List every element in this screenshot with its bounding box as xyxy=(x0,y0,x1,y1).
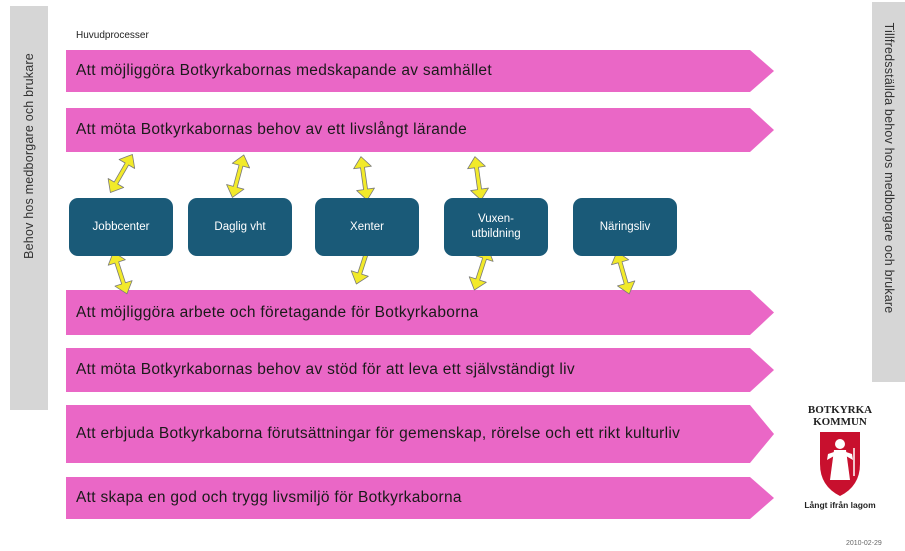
double-arrow-icon xyxy=(353,156,375,201)
process-row: Att möjliggöra arbete och företagande fö… xyxy=(66,290,774,335)
process-label: Att möjliggöra arbete och företagande fö… xyxy=(76,303,479,321)
unit-label: Vuxen- utbildning xyxy=(471,213,521,240)
process-row: Att möjliggöra Botkyrkabornas medskapand… xyxy=(66,50,774,92)
process-label: Att möta Botkyrkabornas behov av stöd fö… xyxy=(76,361,575,378)
municipality-logo: BOTKYRKA KOMMUN Långt ifrån lagom xyxy=(794,404,886,524)
logo-name: BOTKYRKA KOMMUN xyxy=(807,404,873,428)
section-label: Huvudprocesser xyxy=(76,30,149,41)
unit-box: Jobbcenter xyxy=(69,198,173,256)
process-row: Att möta Botkyrkabornas behov av stöd fö… xyxy=(66,348,774,392)
unit-label: Xenter xyxy=(350,220,384,233)
process-label: Att skapa en god och trygg livsmiljö för… xyxy=(76,489,462,506)
unit-box: Daglig vht xyxy=(188,198,292,256)
double-arrow-icon xyxy=(107,154,136,193)
unit-box: Vuxen- utbildning xyxy=(444,198,548,256)
process-label: Att erbjuda Botkyrkaborna förutsättninga… xyxy=(76,425,681,442)
unit-label: Jobbcenter xyxy=(92,220,150,233)
left-side-bar: Behov hos medborgare och brukare xyxy=(10,6,48,410)
double-arrow-icon xyxy=(467,156,489,201)
unit-label: Daglig vht xyxy=(214,220,266,233)
process-row: Att skapa en god och trygg livsmiljö för… xyxy=(66,477,774,519)
unit-label: Näringsliv xyxy=(599,220,651,233)
unit-box: Xenter xyxy=(315,198,419,256)
process-row: Att möta Botkyrkabornas behov av ett liv… xyxy=(66,108,774,152)
double-arrow-icon xyxy=(226,154,251,198)
process-label: Att möta Botkyrkabornas behov av ett liv… xyxy=(76,121,467,138)
logo-tagline: Långt ifrån lagom xyxy=(804,500,876,510)
process-row: Att erbjuda Botkyrkaborna förutsättninga… xyxy=(66,405,774,463)
coat-of-arms-icon xyxy=(820,432,860,496)
double-arrow-icon xyxy=(107,251,133,295)
double-arrow-icon xyxy=(611,251,636,295)
double-arrow-icon xyxy=(468,247,494,291)
date-label: 2010-02-29 xyxy=(846,540,882,547)
process-label: Att möjliggöra Botkyrkabornas medskapand… xyxy=(76,62,492,79)
unit-box: Näringsliv xyxy=(573,198,677,256)
right-side-bar: Tillfredsställda behov hos medborgare oc… xyxy=(872,2,905,382)
